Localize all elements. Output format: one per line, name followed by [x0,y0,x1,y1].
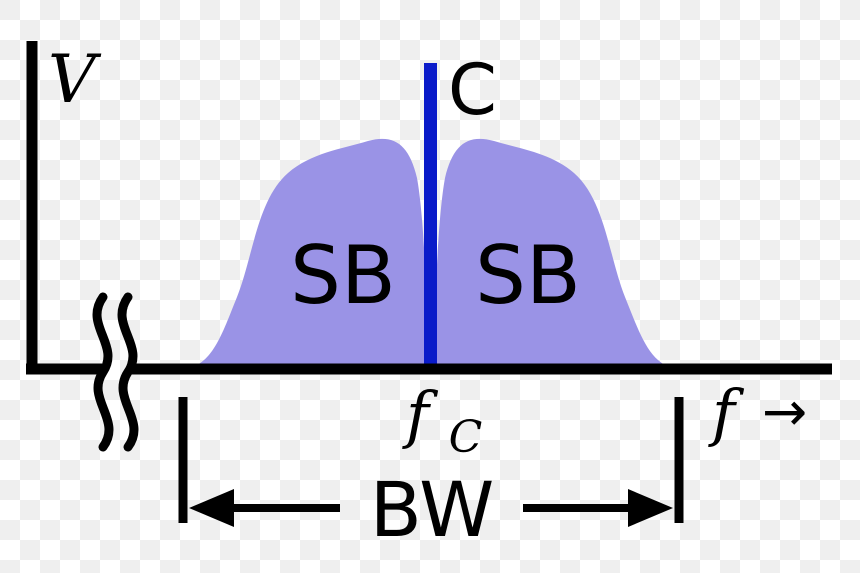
fc-base: f [402,378,439,451]
fc-subscript: C [449,412,483,463]
bandwidth-label: BW [370,465,495,554]
sideband-right-label: SB [475,229,581,322]
frequency-axis-arrow: → [762,380,807,443]
bw-arrow-right-head [628,489,673,527]
sideband-left-label: SB [290,229,396,322]
carrier-line [424,63,437,369]
axis-break-squiggle-2 [117,292,139,452]
axis-break-squiggle-1 [92,292,114,452]
v-axis-label: V [48,41,102,118]
bw-arrow-left-head [189,489,234,527]
carrier-frequency-label: f C [402,378,482,463]
carrier-label: C [448,49,497,131]
sidebands-shape [183,138,679,369]
